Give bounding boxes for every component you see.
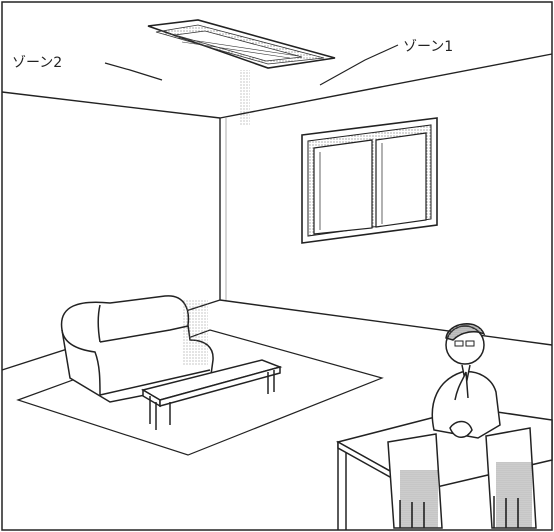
seated-person-icon (432, 324, 500, 438)
ceiling-cassette-air-conditioner-icon (148, 20, 335, 125)
zone-1-label: ゾーン1 (403, 39, 453, 55)
zone-2-callout: ゾーン2 (12, 55, 162, 80)
zone-1-callout: ゾーン1 (320, 39, 453, 85)
window (302, 118, 437, 243)
zone-2-label: ゾーン2 (12, 55, 62, 71)
dining-chair-left (388, 434, 442, 528)
dining-chair-right (486, 428, 536, 528)
